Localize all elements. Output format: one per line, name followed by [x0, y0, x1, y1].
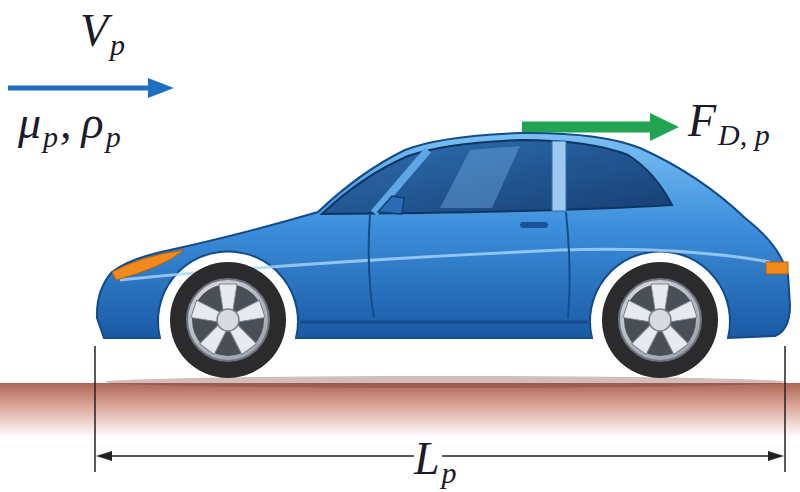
subscript: p: [106, 122, 123, 152]
subscript: p: [110, 30, 127, 60]
b-pillar: [552, 141, 566, 211]
door-line: [369, 214, 374, 318]
velocity-symbol: V: [80, 8, 110, 54]
velocity-arrow: [8, 78, 174, 98]
hub: [649, 309, 671, 331]
window: [322, 140, 672, 214]
arrow-head: [650, 113, 679, 141]
mirror: [378, 196, 404, 214]
force-symbol: F: [688, 98, 718, 144]
front-wheel: [170, 262, 286, 378]
headlight: [112, 250, 184, 280]
arrow-head: [768, 451, 784, 461]
viscosity-symbol: μ: [18, 100, 43, 146]
arrow-head: [96, 451, 112, 461]
rim: [619, 279, 701, 361]
side-sill: [300, 321, 588, 324]
arrow-head: [148, 78, 174, 98]
arrow-shaft: [522, 122, 652, 133]
extension-line: [94, 346, 96, 472]
subscript: p: [43, 122, 60, 152]
car: [97, 133, 790, 338]
extension-line: [784, 346, 786, 472]
spoke: [651, 284, 669, 310]
tire: [602, 262, 718, 378]
door-line: [566, 212, 570, 318]
density-symbol: ρ: [82, 100, 106, 146]
door-handle: [520, 222, 548, 228]
rim-inner: [192, 284, 264, 356]
car-shadow: [105, 376, 785, 388]
length-symbol: L: [414, 436, 442, 482]
tail-light: [766, 262, 788, 274]
spoke: [219, 284, 237, 310]
tire: [170, 262, 286, 378]
car-body: [97, 133, 790, 338]
separator: ,: [60, 100, 74, 146]
rear-wheel: [602, 262, 718, 378]
ground: [0, 383, 800, 437]
rim: [187, 279, 269, 361]
subscript: D, p: [718, 120, 772, 150]
rim-inner: [624, 284, 696, 356]
hub: [217, 309, 239, 331]
arrow-shaft: [8, 86, 150, 91]
subscript: p: [442, 458, 459, 488]
a-pillar: [374, 150, 428, 213]
glass-reflection: [440, 146, 520, 208]
